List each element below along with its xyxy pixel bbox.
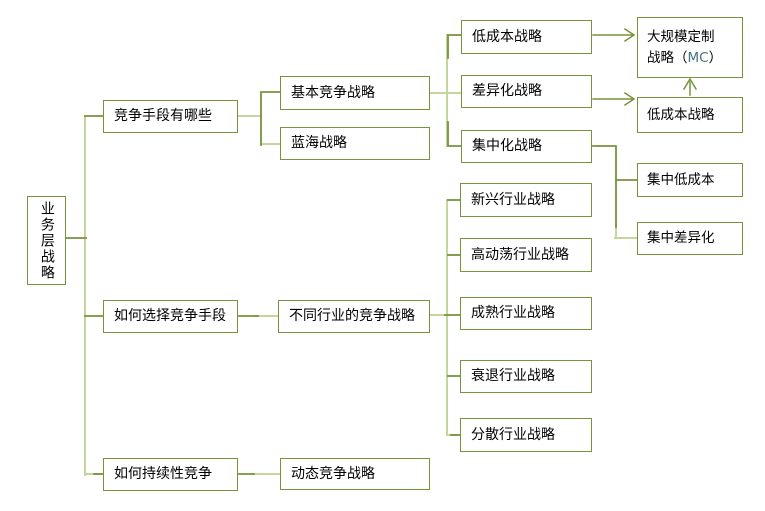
- node-how-to-choose: 如何选择竞争手段: [103, 300, 238, 333]
- node-label: 动态竞争战略: [291, 465, 375, 482]
- node-label: 蓝海战略: [291, 135, 347, 152]
- node-dynamic-competitive-strategy: 动态竞争战略: [280, 458, 430, 490]
- node-label: 成熟行业战略: [471, 305, 555, 322]
- node-label: 基本竞争战略: [291, 84, 375, 101]
- node-sustained-competition: 如何持续性竞争: [103, 458, 238, 491]
- node-low-cost-strategy: 低成本战略: [461, 20, 592, 54]
- node-label: 低成本战略: [472, 28, 542, 45]
- node-label: 衰退行业战略: [471, 368, 555, 385]
- node-label: 高动荡行业战略: [471, 246, 569, 263]
- node-label: 不同行业的竞争战略: [289, 308, 415, 325]
- mc-abbreviation: MC: [687, 49, 709, 66]
- node-competitive-means: 竞争手段有哪些: [103, 100, 238, 133]
- node-root-label: 业务层战略: [38, 200, 55, 281]
- node-mass-customization: 大规模定制 战略（MC）: [637, 17, 743, 78]
- node-focus-strategy: 集中化战略: [461, 130, 592, 163]
- node-emerging-industry: 新兴行业战略: [460, 183, 592, 217]
- node-label: 集中差异化: [647, 230, 715, 247]
- node-blue-ocean-strategy: 蓝海战略: [280, 127, 430, 160]
- arrow-connectors: [592, 27, 698, 107]
- node-label: 如何持续性竞争: [114, 466, 212, 483]
- node-label-line1: 大规模定制: [647, 29, 715, 46]
- node-label: 如何选择竞争手段: [114, 308, 226, 325]
- connectors-light: [84, 34, 639, 476]
- node-label: 分散行业战略: [471, 426, 555, 443]
- node-industry-strategies: 不同行业的竞争战略: [278, 300, 430, 333]
- node-basic-competitive-strategy: 基本竞争战略: [280, 76, 430, 110]
- node-mature-industry: 成熟行业战略: [460, 297, 592, 330]
- node-focused-low-cost: 集中低成本: [637, 163, 743, 197]
- node-label-line2: 战略（MC）: [647, 49, 723, 66]
- node-label: 差异化战略: [472, 83, 542, 100]
- node-fragmented-industry: 分散行业战略: [460, 418, 592, 452]
- node-low-cost-strategy-2: 低成本战略: [637, 97, 743, 133]
- node-label: 集中化战略: [472, 138, 542, 155]
- node-differentiation-strategy: 差异化战略: [461, 75, 592, 108]
- node-declining-industry: 衰退行业战略: [460, 360, 592, 393]
- node-label: 新兴行业战略: [471, 191, 555, 208]
- node-turbulent-industry: 高动荡行业战略: [460, 238, 592, 272]
- node-label: 竞争手段有哪些: [114, 108, 212, 125]
- node-label: 集中低成本: [647, 171, 715, 188]
- node-focused-differentiation: 集中差异化: [637, 222, 743, 255]
- node-root: 业务层战略: [27, 196, 66, 285]
- connectors-dark: [65, 34, 639, 475]
- node-label: 低成本战略: [647, 106, 715, 123]
